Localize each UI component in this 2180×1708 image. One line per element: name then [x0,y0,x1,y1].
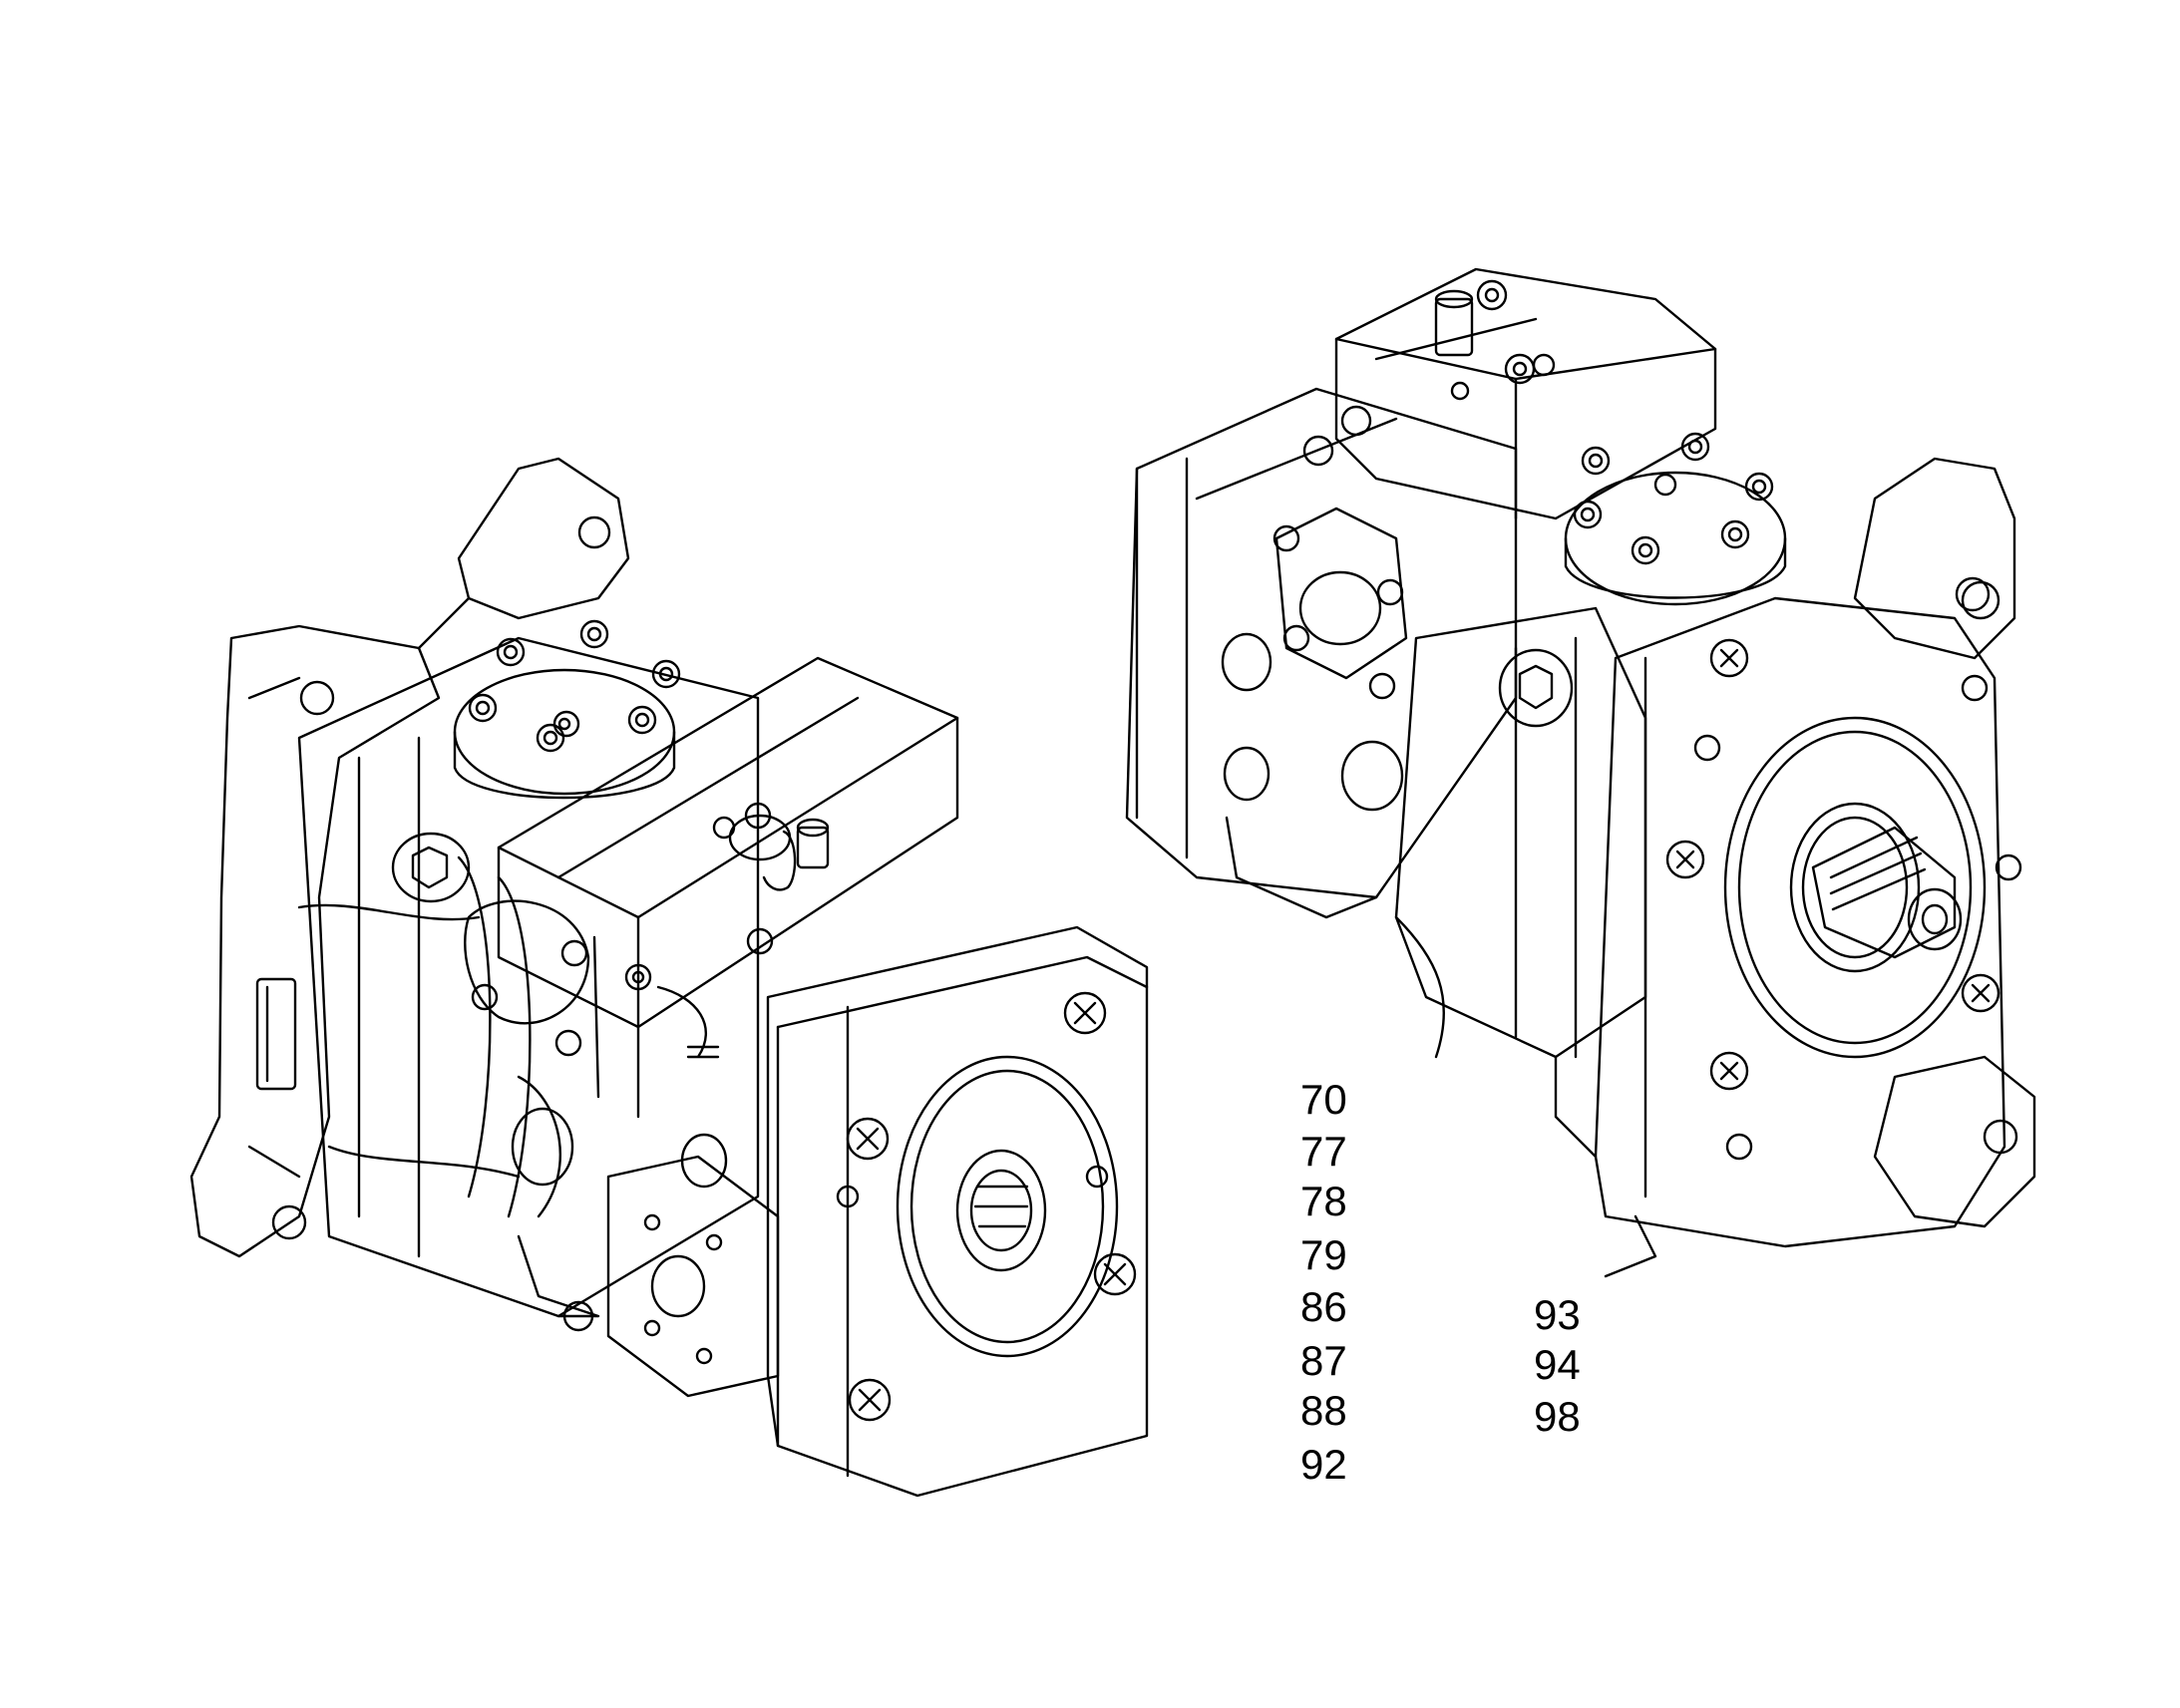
left-pump-assembly [189,457,1149,1498]
callout-number: 93 [1534,1291,1581,1338]
right-pump-assembly [1125,267,2036,1278]
callout-number: 92 [1300,1441,1347,1488]
callout-column-b: 93 94 98 [1534,1294,1624,1454]
callout-number: 94 [1534,1341,1581,1388]
callout-number: 88 [1300,1387,1347,1434]
callout-number: 79 [1300,1231,1347,1278]
callout-number: 86 [1300,1283,1347,1330]
callout-number: 77 [1300,1128,1347,1175]
callout-number: 87 [1300,1337,1347,1384]
callout-column-a: 70 77 78 79 86 87 88 92 [1300,1079,1390,1508]
callout-number: 70 [1300,1076,1347,1123]
callout-number: 78 [1300,1178,1347,1224]
callout-number: 98 [1534,1393,1581,1440]
